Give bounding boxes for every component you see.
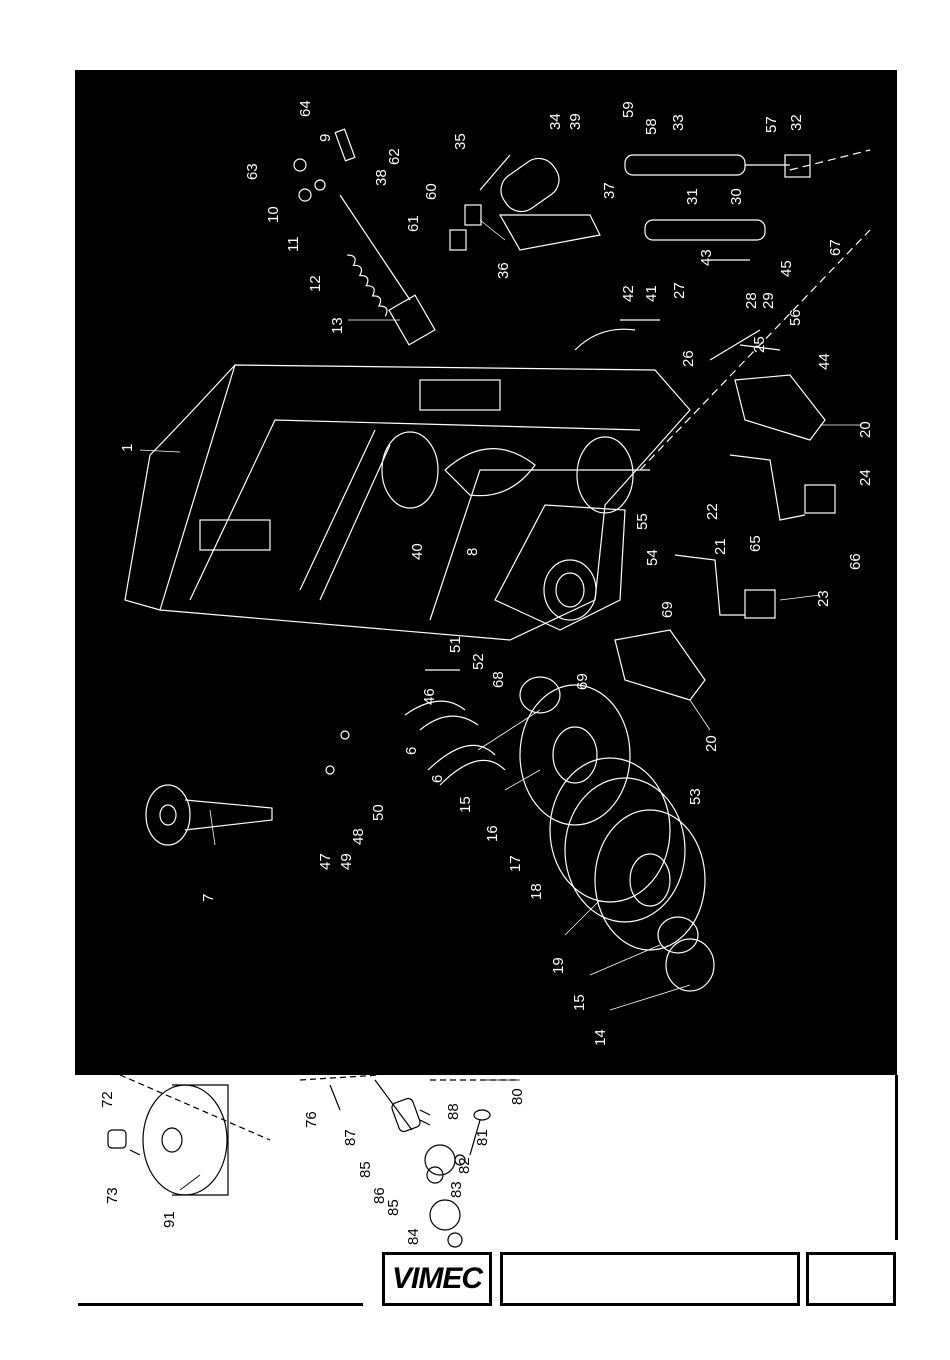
callout-80: 80 bbox=[509, 1088, 526, 1105]
callout-22: 22 bbox=[704, 503, 721, 520]
diagram-panel bbox=[75, 70, 897, 1075]
callout-40: 40 bbox=[409, 543, 426, 560]
callout-69: 69 bbox=[659, 601, 676, 618]
callout-84: 84 bbox=[405, 1228, 422, 1245]
logo-text: VIMEC bbox=[385, 1255, 489, 1303]
callout-17: 17 bbox=[507, 855, 524, 872]
callout-33: 33 bbox=[670, 114, 687, 131]
callout-67: 67 bbox=[827, 239, 844, 256]
callout-52: 52 bbox=[470, 653, 487, 670]
callout-37: 37 bbox=[601, 182, 618, 199]
callout-91: 91 bbox=[161, 1211, 178, 1228]
callout-62: 62 bbox=[386, 148, 403, 165]
callout-63: 63 bbox=[244, 163, 261, 180]
callout-23: 23 bbox=[815, 590, 832, 607]
callout-86: 86 bbox=[371, 1187, 388, 1204]
callout-47: 47 bbox=[317, 853, 334, 870]
callout-82: 82 bbox=[456, 1157, 473, 1174]
callout-14: 14 bbox=[592, 1029, 609, 1046]
callout-15: 15 bbox=[571, 994, 588, 1011]
callout-36: 36 bbox=[495, 262, 512, 279]
callout-28: 28 bbox=[743, 292, 760, 309]
callout-56: 56 bbox=[787, 309, 804, 326]
callout-25: 25 bbox=[751, 336, 768, 353]
callout-10: 10 bbox=[265, 206, 282, 223]
callout-12: 12 bbox=[307, 275, 324, 292]
callout-8: 8 bbox=[464, 548, 481, 556]
callout-27: 27 bbox=[671, 282, 688, 299]
callout-20: 20 bbox=[703, 735, 720, 752]
callout-11: 11 bbox=[285, 236, 302, 252]
callout-76: 76 bbox=[303, 1111, 320, 1128]
callout-16: 16 bbox=[484, 825, 501, 842]
callout-69: 69 bbox=[574, 673, 591, 690]
callout-59: 59 bbox=[620, 101, 637, 118]
callout-46: 46 bbox=[421, 688, 438, 705]
callout-34: 34 bbox=[547, 113, 564, 130]
callout-39: 39 bbox=[567, 113, 584, 130]
callout-66: 66 bbox=[847, 553, 864, 570]
callout-54: 54 bbox=[644, 549, 661, 566]
callout-19: 19 bbox=[550, 957, 567, 974]
callout-6: 6 bbox=[403, 747, 420, 755]
callout-38: 38 bbox=[373, 169, 390, 186]
callout-21: 21 bbox=[712, 538, 729, 555]
callout-57: 57 bbox=[763, 116, 780, 133]
callout-45: 45 bbox=[778, 260, 795, 277]
callout-29: 29 bbox=[760, 292, 777, 309]
callout-81: 81 bbox=[474, 1129, 491, 1146]
vimec-logo: VIMEC bbox=[382, 1252, 492, 1306]
callout-13: 13 bbox=[329, 317, 346, 334]
callout-49: 49 bbox=[338, 853, 355, 870]
footer-rule bbox=[78, 1303, 363, 1306]
frame-right-rule bbox=[895, 1075, 898, 1240]
callout-9: 9 bbox=[317, 134, 334, 142]
callout-58: 58 bbox=[643, 118, 660, 135]
callout-83: 83 bbox=[448, 1181, 465, 1198]
callout-85: 85 bbox=[357, 1161, 374, 1178]
callout-72: 72 bbox=[99, 1091, 116, 1108]
callout-73: 73 bbox=[104, 1187, 121, 1204]
callout-20: 20 bbox=[857, 421, 874, 438]
callout-1: 1 bbox=[119, 444, 136, 452]
callout-26: 26 bbox=[680, 350, 697, 367]
callout-35: 35 bbox=[452, 133, 469, 150]
callout-48: 48 bbox=[350, 828, 367, 845]
callout-55: 55 bbox=[634, 513, 651, 530]
callout-41: 41 bbox=[643, 285, 660, 302]
callout-6: 6 bbox=[429, 775, 446, 783]
page-number-block bbox=[806, 1252, 896, 1306]
callout-24: 24 bbox=[857, 469, 874, 486]
callout-42: 42 bbox=[620, 285, 637, 302]
callout-15: 15 bbox=[457, 796, 474, 813]
callout-65: 65 bbox=[747, 535, 764, 552]
callout-53: 53 bbox=[687, 788, 704, 805]
callout-32: 32 bbox=[788, 114, 805, 131]
callout-88: 88 bbox=[445, 1103, 462, 1120]
callout-31: 31 bbox=[684, 188, 701, 205]
callout-7: 7 bbox=[200, 894, 217, 902]
callout-68: 68 bbox=[490, 671, 507, 688]
callout-44: 44 bbox=[816, 353, 833, 370]
callout-60: 60 bbox=[423, 183, 440, 200]
callout-61: 61 bbox=[405, 215, 422, 232]
callout-18: 18 bbox=[528, 883, 545, 900]
callout-51: 51 bbox=[447, 636, 464, 653]
callout-50: 50 bbox=[370, 804, 387, 821]
title-block bbox=[500, 1252, 800, 1306]
callout-43: 43 bbox=[698, 249, 715, 266]
callout-30: 30 bbox=[728, 188, 745, 205]
callout-64: 64 bbox=[297, 100, 314, 117]
callout-87: 87 bbox=[342, 1129, 359, 1146]
